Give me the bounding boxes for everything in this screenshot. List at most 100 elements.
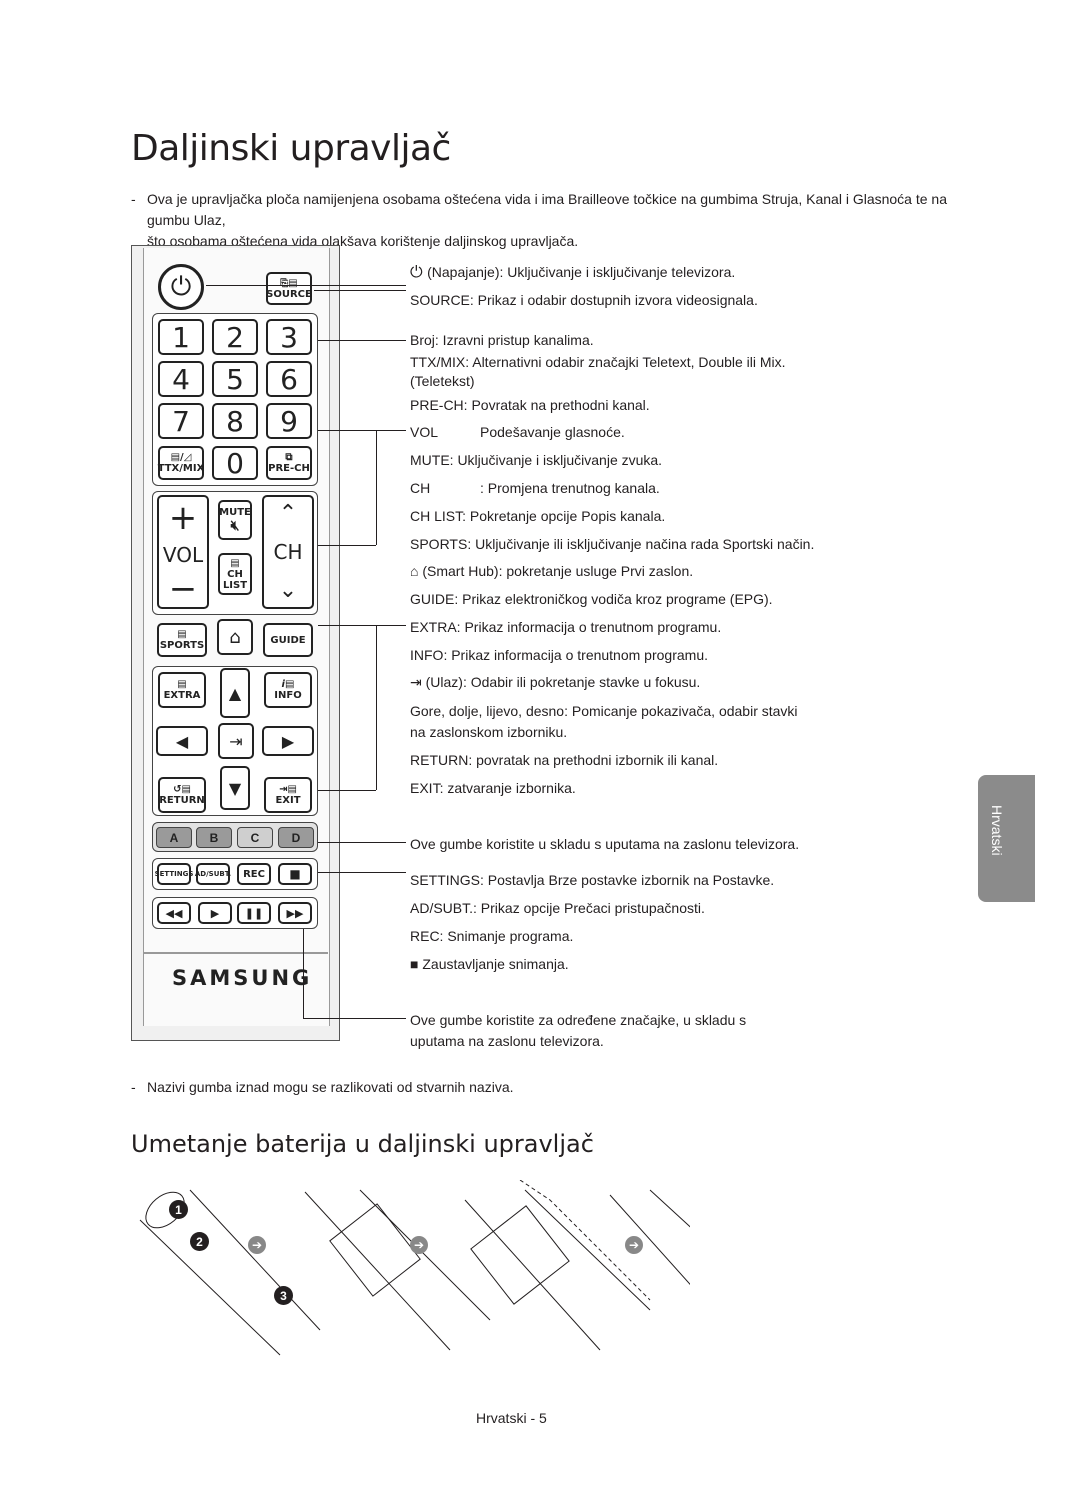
ulaz-description: ⇥ (Ulaz): Odabir ili pokretanje stavke u…	[410, 674, 701, 690]
home-button[interactable]: ⌂	[217, 619, 253, 655]
return-label: RETURN	[159, 795, 205, 806]
return-icon: ↺▤	[173, 784, 191, 795]
number-description: Broj: Izravni pristup kanalima.	[410, 332, 594, 348]
rewind-icon: ◀◀	[165, 906, 183, 920]
ch-list-button[interactable]: ▤ CH LIST	[218, 553, 252, 595]
minus-icon: −	[168, 569, 198, 609]
power-icon: ⏻	[410, 264, 428, 281]
ad-subt-button[interactable]: AD/SUBT.	[195, 863, 231, 885]
enter-icon: ⇥	[229, 731, 243, 751]
vol-label: VOL	[162, 543, 204, 567]
rec-button[interactable]: REC	[237, 863, 271, 885]
key-4[interactable]: 4	[158, 361, 204, 397]
guide-description: GUIDE: Prikaz elektroničkog vodiča kroz …	[410, 591, 773, 607]
ttx-description: TTX/MIX: Alternativni odabir značajki Te…	[410, 354, 786, 370]
info-icon: i▤	[281, 679, 295, 690]
color-button-d[interactable]: D	[278, 827, 314, 848]
return-description: RETURN: povratak na prethodni izbornik i…	[410, 752, 719, 768]
power-button[interactable]: ⏻	[158, 264, 204, 310]
step-3-badge: 3	[274, 1286, 293, 1305]
stop-button[interactable]: ■	[278, 863, 312, 885]
mute-label: MUTE	[219, 506, 251, 518]
exit-icon: ⇥▤	[279, 784, 297, 795]
note-text: -Nazivi gumba iznad mogu se razlikovati …	[131, 1079, 514, 1095]
page-title: Daljinski upravljač	[131, 128, 451, 169]
sports-button[interactable]: ▤ SPORTS	[157, 623, 207, 657]
key-2[interactable]: 2	[212, 319, 258, 355]
intro-text: - Ova je upravljačka ploča namijenjena o…	[131, 189, 947, 252]
play-icon: ▶	[210, 906, 220, 920]
down-arrow-button[interactable]: ▼	[220, 766, 250, 810]
ch-list-icon: ▤	[230, 557, 240, 569]
guide-button[interactable]: GUIDE	[263, 623, 313, 657]
settings-button[interactable]: SETTINGS	[155, 863, 193, 885]
leader-line	[314, 290, 406, 291]
key-5[interactable]: 5	[212, 361, 258, 397]
media-description-2: uputama na zaslonu televizora.	[410, 1033, 604, 1049]
ch-list-label: CH LIST	[222, 568, 248, 591]
nav-description: Gore, dolje, lijevo, desno: Pomicanje po…	[410, 703, 798, 719]
extra-icon: ▤	[177, 679, 187, 690]
extra-button[interactable]: ▤ EXTRA	[158, 672, 206, 708]
sports-label: SPORTS	[159, 640, 205, 651]
rewind-button[interactable]: ◀◀	[157, 902, 191, 924]
left-arrow-button[interactable]: ◀	[156, 726, 208, 756]
pre-ch-button[interactable]: ⧉ PRE-CH	[266, 446, 312, 480]
power-description: ⏻ (Napajanje): Uključivanje i isključiva…	[410, 264, 736, 281]
leader-line	[318, 790, 376, 791]
up-arrow-button[interactable]: ▲	[220, 668, 250, 718]
key-9[interactable]: 9	[266, 403, 312, 439]
plus-icon: +	[168, 498, 198, 538]
prech-description: PRE-CH: Povratak na prethodni kanal.	[410, 397, 650, 413]
source-button[interactable]: ⎘▤ SOURCE	[266, 272, 312, 305]
leader-line	[318, 872, 406, 873]
exit-label: EXIT	[275, 795, 301, 806]
leader-line	[376, 625, 377, 790]
pause-button[interactable]: ❚❚	[237, 902, 271, 924]
pre-ch-label: PRE-CH	[268, 463, 310, 474]
leader-line	[318, 340, 406, 341]
color-button-a[interactable]: A	[156, 827, 192, 848]
mute-description: MUTE: Uključivanje i isključivanje zvuka…	[410, 452, 663, 468]
ch-label: CH	[273, 540, 303, 564]
ttx-icon: ▤/◿	[170, 452, 192, 463]
mute-button[interactable]: MUTE 🔇︎	[218, 500, 252, 540]
channel-rocker[interactable]: ⌃ CH ⌄	[262, 495, 314, 609]
color-button-c[interactable]: C	[237, 827, 273, 848]
sports-description: SPORTS: Uključivanje ili isključivanje n…	[410, 536, 815, 552]
ttx-mix-button[interactable]: ▤/◿ TTX/MIX	[158, 446, 204, 480]
leader-line	[376, 430, 377, 545]
key-0[interactable]: 0	[212, 446, 258, 480]
next-arrow-icon: ➔	[410, 1236, 428, 1254]
enter-button[interactable]: ⇥	[218, 723, 254, 759]
pause-icon: ❚❚	[244, 906, 264, 920]
nav-description-2: na zaslonskom izborniku.	[410, 724, 568, 740]
volume-rocker[interactable]: + VOL −	[157, 495, 209, 609]
key-1[interactable]: 1	[158, 319, 204, 355]
remote-step1-outline	[139, 1189, 321, 1356]
fast-forward-button[interactable]: ▶▶	[278, 902, 312, 924]
mute-icon: 🔇︎	[230, 517, 240, 534]
return-button[interactable]: ↺▤ RETURN	[158, 777, 206, 813]
stop-description: ■ Zaustavljanje snimanja.	[410, 956, 569, 972]
info-button[interactable]: i▤ INFO	[264, 672, 312, 708]
color-button-b[interactable]: B	[196, 827, 232, 848]
right-arrow-button[interactable]: ▶	[262, 726, 314, 756]
key-8[interactable]: 8	[212, 403, 258, 439]
ttx-description-2: (Teletekst)	[410, 373, 475, 389]
key-3[interactable]: 3	[266, 319, 312, 355]
guide-label: GUIDE	[270, 634, 306, 646]
key-6[interactable]: 6	[266, 361, 312, 397]
stop-icon: ■	[289, 867, 301, 881]
key-7[interactable]: 7	[158, 403, 204, 439]
source-icon: ⎘▤	[280, 277, 298, 289]
next-arrow-icon: ➔	[248, 1236, 266, 1254]
side-language-tab: Hrvatski	[978, 775, 1035, 902]
play-button[interactable]: ▶	[198, 902, 232, 924]
exit-button[interactable]: ⇥▤ EXIT	[264, 777, 312, 813]
chevron-up-icon: ⌃	[278, 501, 298, 526]
triangle-up-icon: ▲	[228, 683, 242, 703]
leader-line	[376, 625, 406, 626]
enter-icon: ⇥	[410, 674, 426, 690]
exit-description: EXIT: zatvaranje izbornika.	[410, 780, 576, 796]
